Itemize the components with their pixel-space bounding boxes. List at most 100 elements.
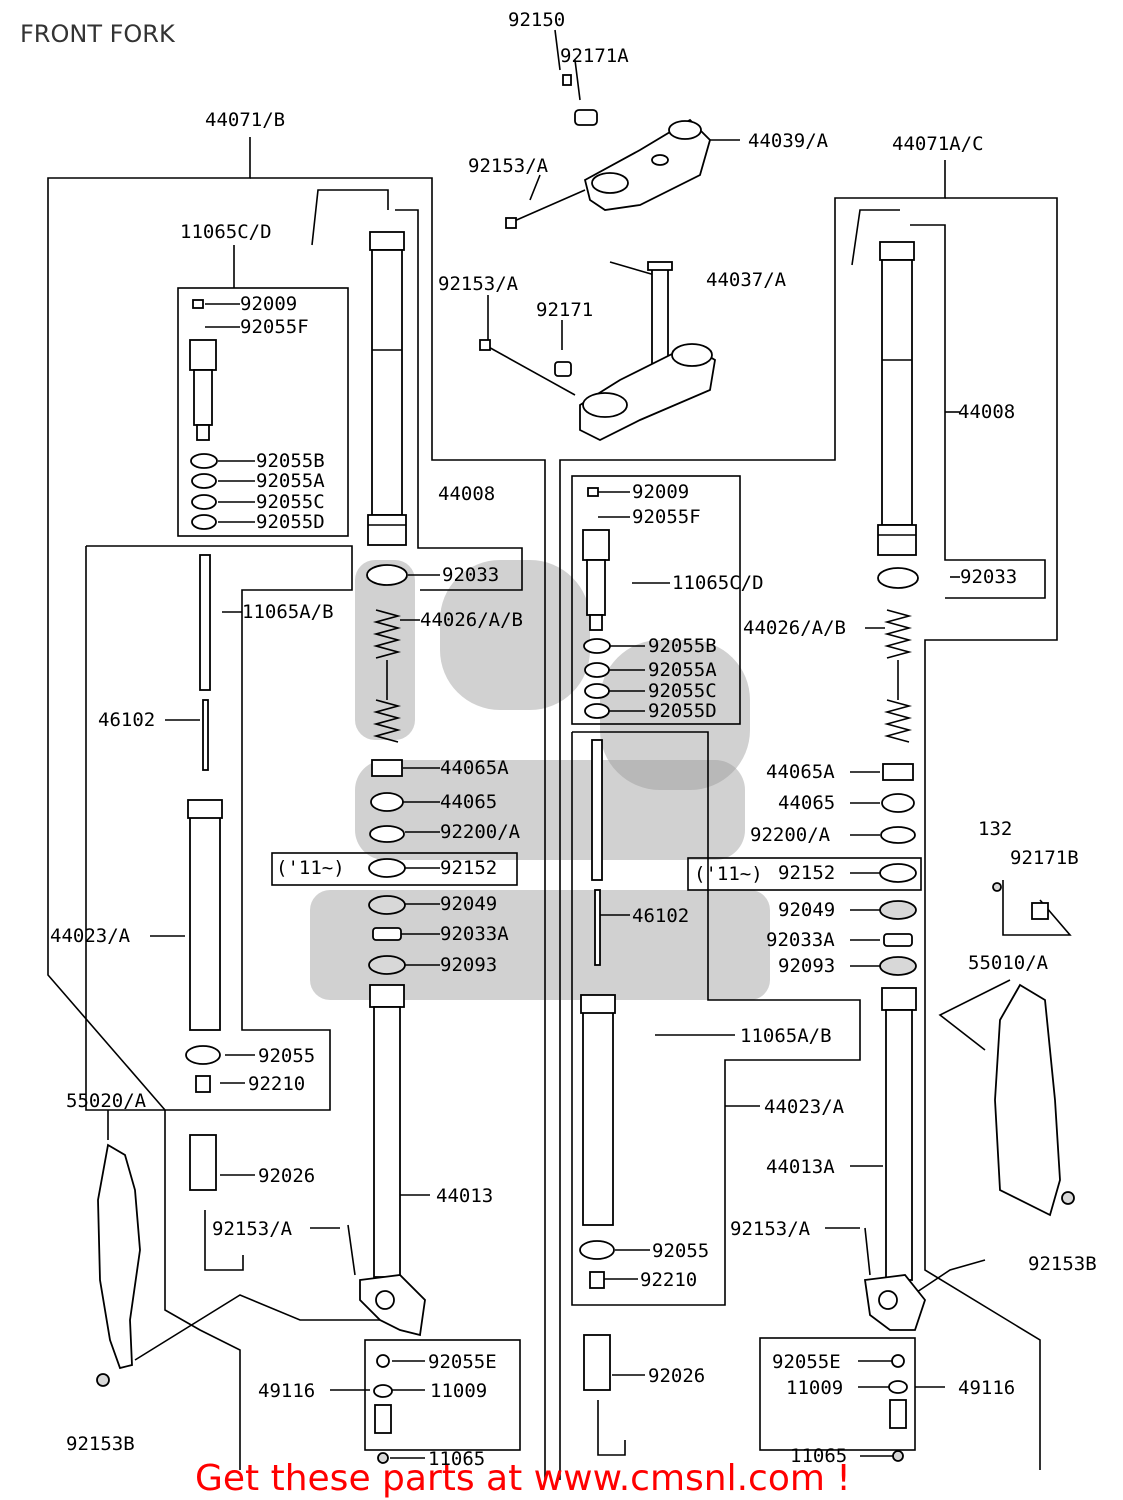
- right-bolt-92153b: [1061, 1191, 1075, 1205]
- left-rod-assembly: [185, 554, 223, 1191]
- top-clamp-assembly: [505, 74, 712, 229]
- label-44013: 44013: [436, 1185, 493, 1207]
- label-44008-right: 44008: [958, 401, 1015, 423]
- label-92055f-mid: 92055F: [632, 506, 701, 528]
- label-92055-mid: 92055: [652, 1240, 709, 1262]
- right-seal-92049: [879, 900, 917, 920]
- left-collar-44065a: [371, 759, 403, 777]
- right-fork-guard-55010a: [994, 983, 1061, 1217]
- left-seal-ring-92033: [366, 564, 408, 586]
- right-clamp-92171b: [1031, 902, 1049, 920]
- left-bolt-92153a: [347, 1224, 356, 1276]
- label-92152-right: 92152: [778, 862, 835, 884]
- label-46102-left: 46102: [98, 709, 155, 731]
- right-washer-92055e: [891, 1354, 905, 1368]
- label-44008-left: 44008: [438, 483, 495, 505]
- label-92055d-mid: 92055D: [648, 700, 717, 722]
- label-92200a-left: 92200/A: [440, 821, 521, 843]
- label-92055d-left: 92055D: [256, 511, 325, 533]
- label-44026ab-left: 44026/A/B: [420, 609, 523, 631]
- label-92210-left: 92210: [248, 1073, 305, 1095]
- right-outer-tube: [877, 241, 917, 556]
- left-outer-tube: [367, 231, 407, 546]
- label-55010a: 55010/A: [968, 952, 1049, 974]
- right-ring-92152: [879, 863, 917, 883]
- right-inner-tube-44013a: [863, 987, 927, 1331]
- label-44071ac: 44071A/C: [892, 133, 984, 155]
- label-92152-left: 92152: [440, 857, 497, 879]
- label-92055e-left: 92055E: [428, 1351, 497, 1373]
- watermark-logo: [310, 560, 770, 1000]
- label-44065a-right: 44065A: [766, 761, 835, 783]
- page-title: FRONT FORK: [20, 20, 176, 48]
- label-92055f-left: 92055F: [240, 316, 309, 338]
- right-screw-11065: [892, 1450, 904, 1462]
- promo-banner[interactable]: Get these parts at www.cmsnl.com !: [195, 1458, 851, 1499]
- left-bleed-49116: [374, 1404, 392, 1434]
- left-oring-11009: [373, 1384, 393, 1398]
- label-11-right: ('11~): [694, 863, 763, 885]
- label-132: 132: [978, 818, 1012, 840]
- label-92153a-mid: 92153/A: [438, 273, 519, 295]
- label-92200a-right: 92200/A: [750, 824, 831, 846]
- label-92009-mid: 92009: [632, 481, 689, 503]
- label-11009-left: 11009: [430, 1380, 487, 1402]
- label-92171: 92171: [536, 299, 593, 321]
- label-44065-left: 44065: [440, 791, 497, 813]
- right-collar-44065a: [882, 763, 914, 781]
- label-92153a-right: 92153/A: [730, 1218, 811, 1240]
- label-49116-right: 49116: [958, 1377, 1015, 1399]
- left-cartridge-11065cd: [189, 299, 218, 530]
- label-44026ab-right: 44026/A/B: [743, 617, 846, 639]
- left-screw-11065: [377, 1452, 389, 1464]
- label-92171b: 92171B: [1010, 847, 1079, 869]
- right-seal-92093: [879, 956, 917, 976]
- label-92033-left: 92033: [442, 564, 499, 586]
- label-92026-mid: 92026: [648, 1365, 705, 1387]
- part-labels: 92150 92171A 44039/A 44071/B 44071A/C 92…: [50, 9, 1097, 1470]
- label-92033a-right: 92033A: [766, 929, 835, 951]
- label-92049-right: 92049: [778, 899, 835, 921]
- left-washer-92055e: [376, 1354, 390, 1368]
- label-46102-mid: 46102: [632, 905, 689, 927]
- label-44023a-left: 44023/A: [50, 925, 131, 947]
- label-92055b-left: 92055B: [256, 450, 325, 472]
- label-92033-right: 92033: [960, 566, 1017, 588]
- label-92055e-right: 92055E: [772, 1351, 841, 1373]
- left-fork-guard-55020a: [97, 1143, 141, 1370]
- left-seal-92049: [368, 895, 406, 915]
- label-92210-mid: 92210: [640, 1269, 697, 1291]
- steering-stem-assembly: [479, 261, 716, 442]
- mid-cartridge-11065cd: [582, 487, 611, 719]
- right-oring-11009: [888, 1380, 908, 1394]
- label-44071b: 44071/B: [205, 109, 285, 131]
- label-44065a-left: 44065A: [440, 757, 509, 779]
- label-92055-left: 92055: [258, 1045, 315, 1067]
- label-92093-left: 92093: [440, 954, 497, 976]
- left-ring-92200a: [369, 825, 405, 843]
- label-11065cd-left: 11065C/D: [180, 221, 272, 243]
- left-spring: [372, 609, 402, 743]
- right-bolt-92153a: [864, 1227, 871, 1276]
- label-11065cd-mid: 11065C/D: [672, 572, 764, 594]
- label-92150: 92150: [508, 9, 565, 31]
- label-11065ab-mid: 11065A/B: [740, 1025, 832, 1047]
- left-collar-44065: [370, 792, 404, 812]
- label-44065-right: 44065: [778, 792, 835, 814]
- right-bleed-49116: [889, 1399, 907, 1429]
- left-inner-tube-44013: [359, 984, 426, 1337]
- right-collar-44065: [881, 793, 915, 813]
- label-92055a-mid: 92055A: [648, 659, 717, 681]
- left-clip-92033a: [372, 927, 402, 941]
- label-92055a-left: 92055A: [256, 470, 325, 492]
- label-92153a-top: 92153/A: [468, 155, 549, 177]
- right-screw-132: [992, 882, 1002, 892]
- label-44039a: 44039/A: [748, 130, 829, 152]
- label-49116-left: 49116: [258, 1380, 315, 1402]
- label-11009-right: 11009: [786, 1377, 843, 1399]
- right-seal-ring-92033: [877, 567, 919, 589]
- label-44023a-right: 44023/A: [764, 1096, 845, 1118]
- left-seal-92093: [368, 955, 406, 975]
- label-44037a: 44037/A: [706, 269, 787, 291]
